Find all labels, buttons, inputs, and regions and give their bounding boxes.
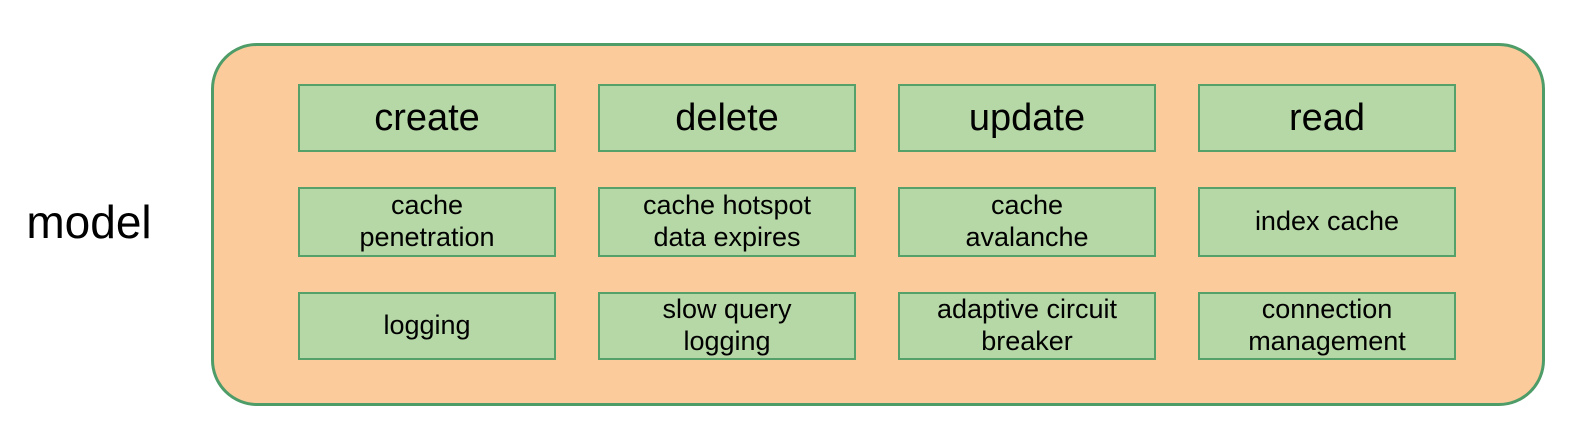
node-cache-penetration: cache penetration [298,187,556,257]
node-delete: delete [598,84,856,152]
node-logging: logging [298,292,556,360]
node-update: update [898,84,1156,152]
node-index-cache: index cache [1198,187,1456,257]
node-adaptive-circuit-breaker: adaptive circuit breaker [898,292,1156,360]
model-label: model [26,196,152,248]
capabilities-container: create delete update read cache penetrat… [211,43,1545,406]
node-connection-management: connection management [1198,292,1456,360]
node-create: create [298,84,556,152]
node-read: read [1198,84,1456,152]
node-slow-query-logging: slow query logging [598,292,856,360]
node-cache-avalanche: cache avalanche [898,187,1156,257]
capabilities-grid: create delete update read cache penetrat… [214,46,1542,403]
node-cache-hotspot-data-expires: cache hotspot data expires [598,187,856,257]
